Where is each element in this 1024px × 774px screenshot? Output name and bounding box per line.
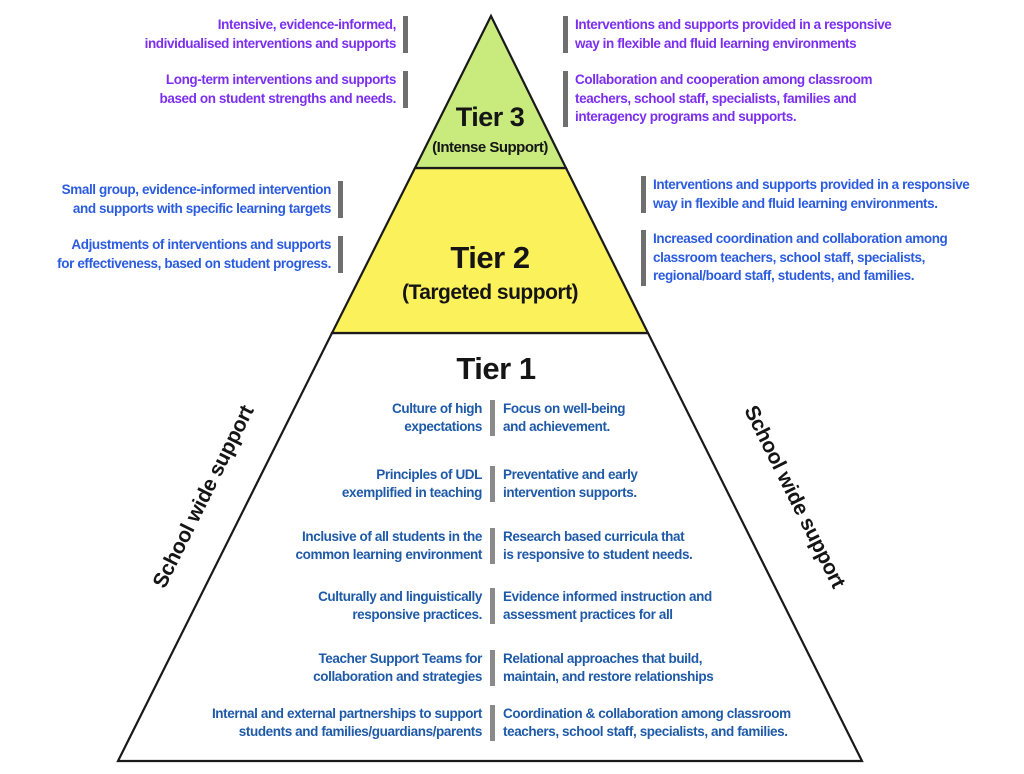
tier1-row-left: Teacher Support Teams for collaboration … — [313, 651, 482, 684]
tier1-row-right: Coordination & collaboration among class… — [503, 706, 791, 739]
tier1-row: Internal and external partnerships to su… — [142, 705, 843, 741]
divider-bar — [338, 181, 343, 218]
tier1-row-left: Inclusive of all students in the common … — [295, 529, 483, 562]
annotation-text: Collaboration and cooperation among clas… — [575, 72, 873, 124]
annotation-text: Adjustments of interventions and support… — [57, 237, 331, 271]
divider-bar — [490, 528, 495, 564]
divider-bar — [490, 705, 495, 741]
divider-bar — [338, 236, 343, 273]
annotation-text: Long-term interventions and supports bas… — [159, 72, 397, 106]
divider-bar — [490, 588, 495, 624]
tier2-annotation-right-1: Interventions and supports provided in a… — [641, 176, 970, 213]
divider-bar — [563, 16, 568, 53]
tier2-annotation-left-1: Small group, evidence-informed intervent… — [62, 181, 343, 218]
divider-bar — [403, 16, 408, 53]
tier2-annotation-left-2: Adjustments of interventions and support… — [57, 236, 343, 273]
tier1-row-right: Relational approaches that build, mainta… — [503, 651, 714, 684]
tier1-row: Culture of high expectations Focus on we… — [142, 400, 843, 436]
tier3-shape — [413, 13, 568, 170]
divider-bar — [641, 176, 646, 213]
tier2-subtitle: (Targeted support) — [401, 281, 579, 304]
divider-bar — [490, 650, 495, 686]
tier1-row-right: Research based curricula that is respons… — [503, 529, 693, 562]
tier1-row-left: Culturally and linguistically responsive… — [318, 589, 482, 622]
tier1-row: Principles of UDL exemplified in teachin… — [142, 466, 843, 502]
tier1-row: Teacher Support Teams for collaboration … — [142, 650, 843, 686]
tier2-title: Tier 2 — [450, 240, 530, 275]
tier1-row-left: Internal and external partnerships to su… — [211, 706, 482, 739]
tier3-subtitle: (Intense Support) — [432, 139, 548, 156]
tier3-title: Tier 3 — [455, 102, 525, 132]
tier3-annotation-left-2: Long-term interventions and supports bas… — [159, 71, 408, 108]
divider-bar — [490, 400, 495, 436]
annotation-text: Interventions and supports provided in a… — [653, 177, 970, 211]
tier3-annotation-left-1: Intensive, evidence-informed, individual… — [145, 16, 408, 53]
divider-bar — [403, 71, 408, 108]
tier1-row-right: Preventative and early intervention supp… — [503, 467, 638, 500]
tier3-annotation-right-1: Interventions and supports provided in a… — [563, 16, 892, 53]
tier1-row-left: Culture of high expectations — [392, 401, 482, 434]
annotation-text: Interventions and supports provided in a… — [575, 17, 892, 51]
divider-bar — [563, 71, 568, 127]
annotation-text: Intensive, evidence-informed, individual… — [144, 17, 397, 51]
tier1-row: Inclusive of all students in the common … — [142, 528, 843, 564]
tier3-annotation-right-2: Collaboration and cooperation among clas… — [563, 71, 872, 127]
tier1-row-right: Focus on well-being and achievement. — [503, 401, 626, 434]
divider-bar — [490, 466, 495, 502]
tier1-row-left: Principles of UDL exemplified in teachin… — [341, 467, 482, 500]
tier1-title: Tier 1 — [456, 351, 536, 386]
tier1-row-right: Evidence informed instruction and assess… — [503, 589, 712, 622]
annotation-text: Increased coordination and collaboration… — [653, 231, 948, 283]
tier1-row: Culturally and linguistically responsive… — [142, 588, 843, 624]
tier2-annotation-right-2: Increased coordination and collaboration… — [641, 230, 948, 286]
annotation-text: Small group, evidence-informed intervent… — [61, 182, 332, 216]
divider-bar — [641, 230, 646, 286]
